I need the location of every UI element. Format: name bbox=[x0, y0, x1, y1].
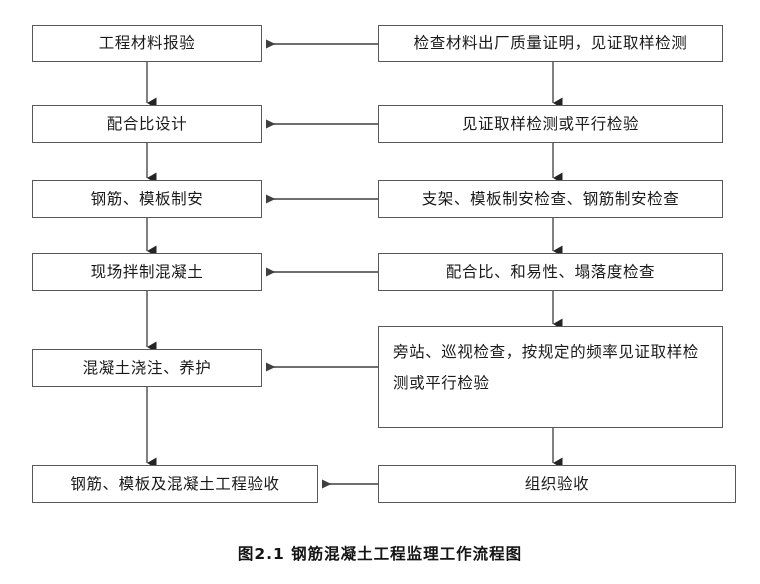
node-label: 配合比、和易性、塌落度检查 bbox=[445, 262, 656, 281]
figure-caption: 图2.1 钢筋混凝土工程监理工作流程图 bbox=[237, 545, 523, 563]
node-support-formwork-rebar-inspection[interactable]: 支架、模板制安检查、钢筋制安检查 bbox=[378, 180, 723, 218]
node-label: 组织验收 bbox=[524, 474, 590, 493]
node-label: 检查材料出厂质量证明，见证取样检测 bbox=[413, 34, 688, 53]
node-label: 旁站、巡视检查，按规定的频率见证取样检测或平行检验 bbox=[393, 343, 699, 392]
node-organize-acceptance[interactable]: 组织验收 bbox=[378, 465, 736, 503]
node-concrete-pouring-curing[interactable]: 混凝土浇注、养护 bbox=[32, 349, 262, 387]
node-witness-sampling-or-parallel-test[interactable]: 见证取样检测或平行检验 bbox=[378, 105, 723, 143]
node-sidestation-patrol-inspection[interactable]: 旁站、巡视检查，按规定的频率见证取样检测或平行检验 bbox=[378, 326, 723, 428]
node-check-material-certificate[interactable]: 检查材料出厂质量证明，见证取样检测 bbox=[378, 25, 723, 62]
node-material-report[interactable]: 工程材料报验 bbox=[32, 25, 262, 62]
node-mix-ratio-design[interactable]: 配合比设计 bbox=[32, 105, 262, 143]
node-mix-workability-slump-inspection[interactable]: 配合比、和易性、塌落度检查 bbox=[378, 253, 723, 291]
node-label: 钢筋、模板及混凝土工程验收 bbox=[70, 474, 280, 493]
node-label: 现场拌制混凝土 bbox=[90, 262, 204, 281]
node-label: 见证取样检测或平行检验 bbox=[461, 114, 640, 133]
node-label: 钢筋、模板制安 bbox=[90, 189, 204, 208]
node-rebar-formwork-concrete-acceptance[interactable]: 钢筋、模板及混凝土工程验收 bbox=[32, 465, 318, 503]
node-label: 配合比设计 bbox=[106, 114, 188, 133]
node-label: 混凝土浇注、养护 bbox=[82, 358, 212, 377]
node-onsite-concrete-mixing[interactable]: 现场拌制混凝土 bbox=[32, 253, 262, 291]
node-rebar-formwork-fabrication[interactable]: 钢筋、模板制安 bbox=[32, 180, 262, 218]
node-label: 支架、模板制安检查、钢筋制安检查 bbox=[421, 189, 680, 208]
node-label: 工程材料报验 bbox=[98, 34, 196, 53]
